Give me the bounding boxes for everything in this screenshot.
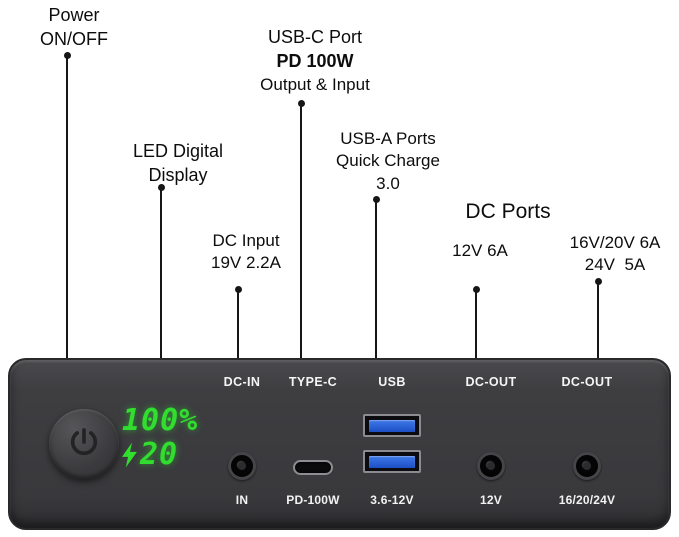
port-name-usb: USB [378, 375, 406, 389]
callout-dot-usb-c [298, 100, 305, 107]
annotation-led-line2: Display [148, 164, 208, 185]
port-column-type-c: TYPE-C PD-100W [268, 360, 358, 532]
annotation-usbc-line3: Output & Input [260, 74, 370, 94]
callout-dot-power [64, 52, 71, 59]
charge-value: 20 [140, 437, 179, 472]
annotation-led-display: LED Digital Display [118, 140, 238, 188]
annotation-dc-12v: 12V 6A [430, 240, 530, 262]
callout-line-usb-a [375, 202, 377, 358]
dc-in-jack [228, 452, 256, 480]
port-sub-dc-in: IN [235, 493, 249, 507]
port-name-type-c: TYPE-C [288, 375, 338, 389]
annotation-power-line1: Power [48, 5, 100, 25]
annotation-dcin-line1: DC Input [212, 231, 280, 250]
annotation-usbc-line1: USB-C Port [267, 27, 363, 47]
port-name-dc-out-hv: DC-OUT [561, 375, 613, 389]
port-column-dc-out-12v: DC-OUT 12V [446, 360, 536, 532]
port-sub-dc-out-hv: 16/20/24V [558, 493, 616, 507]
power-button [49, 409, 119, 479]
port-sub-dc-out-12v: 12V [480, 493, 502, 507]
charge-row: 20 [122, 438, 238, 472]
port-name-dc-out-12v: DC-OUT [465, 375, 517, 389]
annotation-usbc-line2: PD 100W [276, 50, 354, 71]
usb-c-port [293, 460, 333, 475]
annotation-usba-line2: Quick Charge [336, 151, 440, 171]
annotation-usba-line3: 3.0 [376, 173, 400, 193]
port-name-dc-in: DC-IN [223, 375, 261, 389]
battery-percent-row: 100% [122, 404, 238, 438]
power-icon [67, 425, 101, 464]
annotation-dc-input: DC Input 19V 2.2A [186, 230, 306, 275]
led-display: 100% 20 [122, 404, 238, 472]
usb-a-tongue [369, 456, 415, 468]
callout-line-dc-hv [597, 284, 599, 358]
annotation-usb-a: USB-A Ports Quick Charge 3.0 [313, 128, 463, 195]
port-sub-type-c: PD-100W [286, 493, 340, 507]
annotation-usba-line1: USB-A Ports [340, 129, 436, 148]
callout-line-dc-12v [475, 292, 477, 358]
dc-out-hv-jack [573, 452, 601, 480]
callout-line-power [66, 58, 68, 358]
usb-a-port-top [363, 414, 421, 437]
annotation-dc-hv: 16V/20V 6A 24V 5A [552, 232, 678, 277]
annotation-dc-ports-title: DC Ports [465, 200, 551, 223]
annotation-dchv-line1: 16V/20V 6A [569, 233, 661, 252]
dc-out-12v-jack [477, 452, 505, 480]
port-column-dc-out-hv: DC-OUT 16/20/24V [542, 360, 632, 532]
device-panel: 100% 20 DC-IN IN TYPE-C PD-100W [8, 358, 671, 530]
battery-percent: 100% [122, 403, 199, 438]
annotation-dchv-line2: 24V 5A [584, 255, 646, 275]
annotation-dcin-line2: 19V 2.2A [211, 253, 281, 273]
annotation-power: Power ON/OFF [14, 4, 134, 52]
callout-line-usb-c [300, 106, 302, 358]
callout-line-led [160, 190, 162, 358]
callout-dot-dc-in [235, 286, 242, 293]
annotation-usb-c: USB-C Port PD 100W Output & Input [240, 26, 390, 96]
annotation-led-line1: LED Digital [132, 141, 224, 161]
callout-dot-dc-12v [473, 286, 480, 293]
lightning-icon [122, 442, 137, 468]
callout-dot-usb-a [373, 196, 380, 203]
port-sub-usb: 3.6-12V [370, 493, 414, 507]
port-column-dc-in: DC-IN IN [197, 360, 287, 532]
callout-line-dc-in [237, 292, 239, 358]
port-column-usb: USB 3.6-12V [347, 360, 437, 532]
usb-a-tongue [369, 420, 415, 432]
callout-dot-led [158, 184, 165, 191]
callout-dot-dc-hv [595, 278, 602, 285]
usb-a-port-bottom [363, 450, 421, 473]
annotation-power-line2: ON/OFF [40, 28, 108, 49]
annotation-dc12v-line1: 12V 6A [452, 241, 508, 260]
